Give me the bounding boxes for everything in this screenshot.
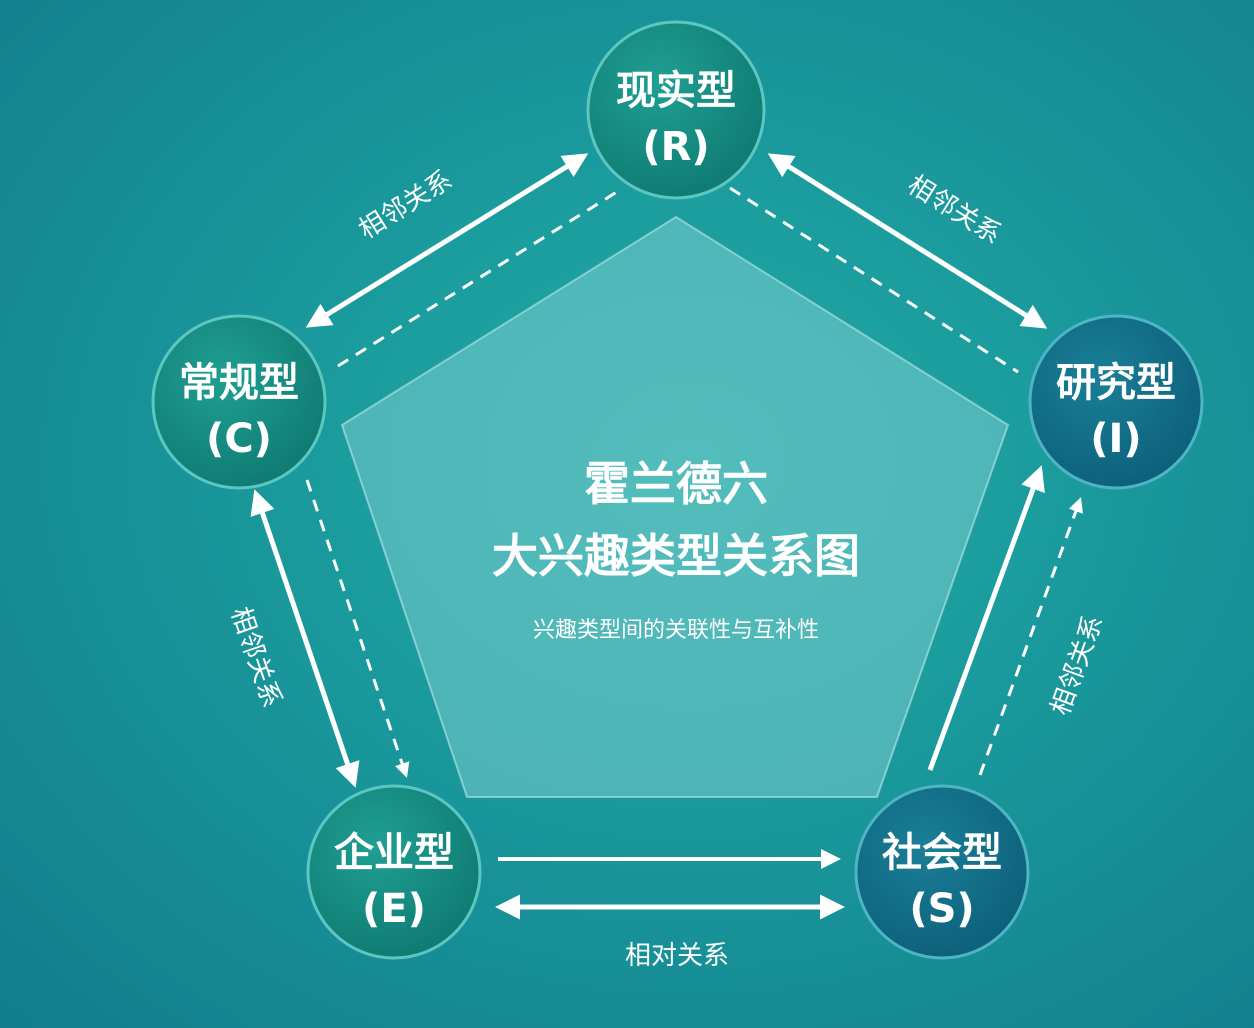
node-social: 社会型 (S) <box>854 784 1030 960</box>
arrow-r-i <box>767 153 1048 329</box>
node-enterprising-code: (E) <box>362 886 426 932</box>
node-enterprising: 企业型 (E) <box>306 784 482 960</box>
node-investigative: 研究型 (I) <box>1028 314 1204 490</box>
relation-label-r-i: 相邻关系 <box>902 170 1006 251</box>
node-investigative-code: (I) <box>1090 416 1141 462</box>
relation-label-i-s: 相邻关系 <box>1046 611 1110 719</box>
node-realistic: 现实型 (R) <box>586 20 766 200</box>
dashed-line-s-i <box>978 497 1083 776</box>
dashed-line-c-e <box>305 479 410 778</box>
center-pentagon <box>340 215 1010 798</box>
diagram-subtitle: 兴趣类型间的关联性与互补性 <box>533 618 819 643</box>
node-investigative-name: 研究型 <box>1056 360 1176 406</box>
relation-label-r-c: 相邻关系 <box>354 165 458 246</box>
arrow-r-c <box>305 153 589 328</box>
arrow-c-e <box>250 489 360 788</box>
node-social-name: 社会型 <box>882 830 1002 876</box>
diagram-title-line2: 大兴趣类型关系图 <box>492 529 860 583</box>
node-realistic-code: (R) <box>642 124 709 170</box>
node-realistic-name: 现实型 <box>616 68 736 114</box>
node-conventional-name: 常规型 <box>179 360 299 406</box>
node-conventional-code: (C) <box>206 416 272 462</box>
node-social-code: (S) <box>909 886 974 932</box>
node-conventional: 常规型 (C) <box>151 314 327 490</box>
dashed-line-r-i <box>729 186 1019 374</box>
relation-label-c-e: 相邻关系 <box>224 603 286 711</box>
diagram-title-line1: 霍兰德六 <box>584 457 768 511</box>
relation-label-e-s: 相对关系 <box>625 941 729 971</box>
arrow-s-i <box>927 465 1045 771</box>
node-enterprising-name: 企业型 <box>334 830 454 876</box>
dashed-line-r-c <box>337 188 621 368</box>
